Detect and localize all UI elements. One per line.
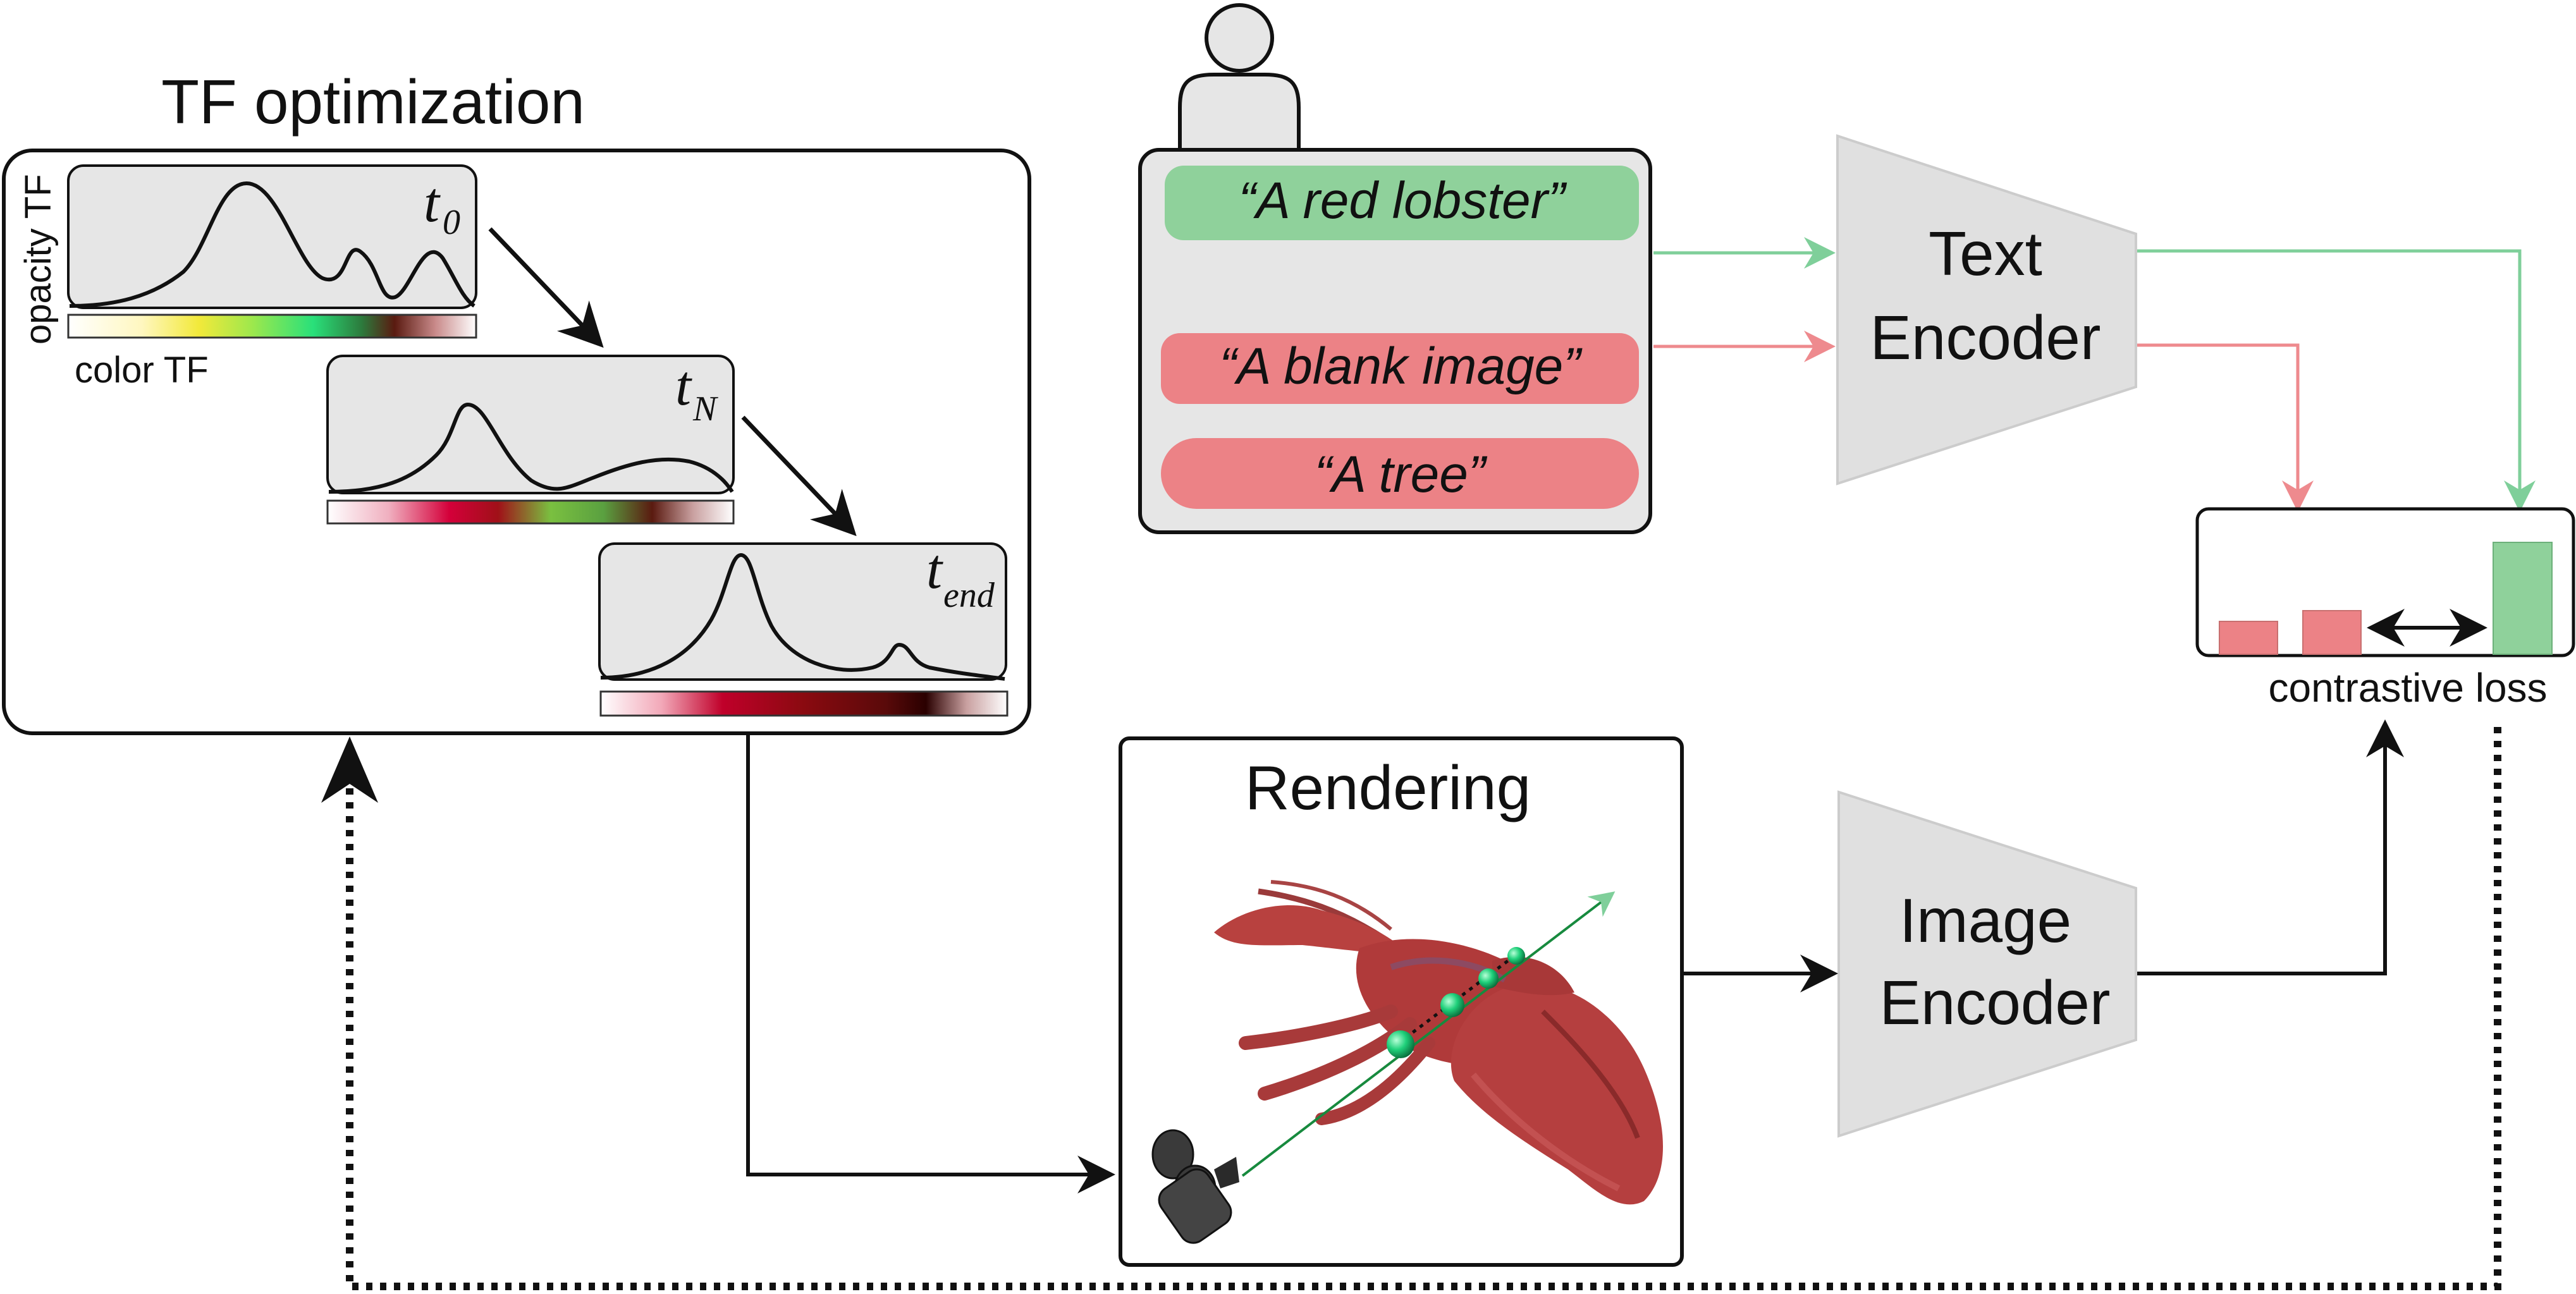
- opacity-tf-box: [326, 355, 735, 494]
- color-tf-bar: [326, 499, 735, 525]
- camera-icon: [1151, 1129, 1239, 1244]
- tf-panel-title: TF optimization: [161, 67, 585, 137]
- ray-sample-point: [1507, 947, 1525, 965]
- opacity-tf-box: [67, 164, 477, 309]
- opacity-curve: [328, 402, 734, 494]
- text-encoder-label-2: Encoder: [1870, 303, 2101, 372]
- prompt-red-lobster: [1165, 166, 1639, 240]
- arrow-image-embedding-to-loss: [2137, 719, 2404, 975]
- prompt-blank-image-text: “A blank image”: [1219, 338, 1583, 395]
- step-arrow-2: [741, 415, 857, 537]
- opacity-tf-label: opacity TF: [18, 174, 59, 345]
- contrastive-loss-label: contrastive loss: [2268, 665, 2547, 711]
- loss-bar-positive: [2493, 542, 2553, 655]
- step-label-sub: N: [692, 389, 718, 429]
- rendering-panel: Rendering: [1119, 736, 1684, 1267]
- text-encoder-label-1: Text: [1929, 219, 2042, 288]
- arrow-text-embedding-negative: [2137, 343, 2314, 512]
- rendering-title: Rendering: [1245, 753, 1531, 822]
- image-encoder-label-2: Encoder: [1879, 968, 2110, 1037]
- prompt-tree: [1161, 438, 1639, 509]
- color-tf-bar: [67, 314, 477, 339]
- tf-step-tend: t end: [598, 538, 1009, 717]
- step-label-sub: 0: [443, 203, 460, 242]
- prompt-tree-text: “A tree”: [1315, 446, 1488, 503]
- ray-sample-segment: [1397, 951, 1520, 1044]
- opacity-curve: [600, 552, 1005, 681]
- loss-bar-negative-2: [2302, 610, 2362, 655]
- gradient-feedback-arrowhead: [321, 736, 378, 803]
- tf-step-tN: t N: [326, 355, 735, 525]
- text-encoder: Text Encoder: [1836, 134, 2137, 485]
- step-label-main: t: [424, 171, 441, 234]
- opacity-curve: [69, 181, 475, 308]
- loss-bar-negative-1: [2219, 621, 2278, 655]
- arrow-text-embedding-positive: [2137, 249, 2536, 512]
- user-prompt-panel: “A red lobster” “A blank image” “A tree”: [1138, 3, 1652, 534]
- image-encoder: Image Encoder: [1837, 790, 2137, 1138]
- step-label-main: t: [926, 538, 943, 601]
- ray-sample-point: [1440, 993, 1464, 1017]
- contrastive-loss-panel: contrastive loss: [2195, 507, 2575, 711]
- prompt-red-lobster-text: “A red lobster”: [1239, 172, 1567, 229]
- tf-step-t0: t 0: [67, 164, 477, 339]
- step-label-main: t: [675, 355, 692, 417]
- color-tf-label: color TF: [75, 350, 209, 391]
- ray-sample-point: [1478, 968, 1499, 989]
- color-tf-bar: [599, 690, 1009, 717]
- step-label-sub: end: [943, 576, 995, 615]
- step-arrow-1: [488, 227, 604, 348]
- gradient-feedback-path: [346, 727, 2501, 1290]
- ray-sample-point: [1387, 1030, 1414, 1058]
- image-encoder-label-1: Image: [1899, 886, 2071, 955]
- prompt-blank-image: [1161, 333, 1639, 404]
- camera-ray: [1241, 891, 1616, 1177]
- tf-optimization-panel: TF optimization opacity TF color TF t 0 …: [2, 67, 1031, 735]
- arrow-tf-to-rendering: [746, 735, 1115, 1193]
- user-icon: [1178, 3, 1301, 150]
